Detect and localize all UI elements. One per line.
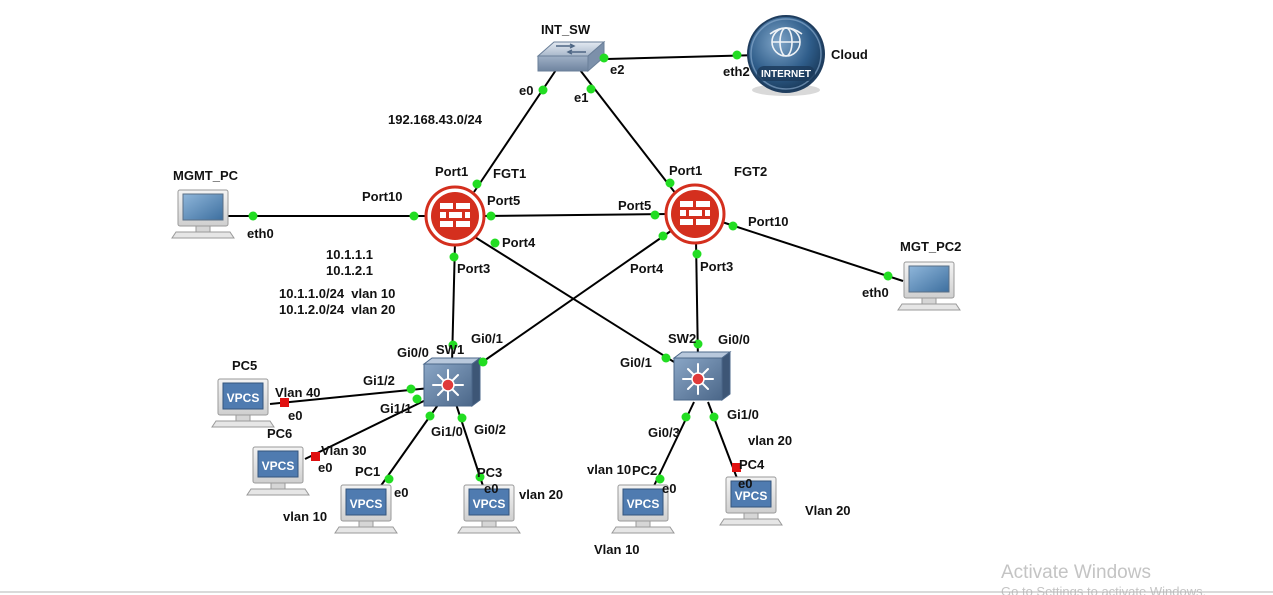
note-wan-subnet: 192.168.43.0/24 <box>388 112 483 127</box>
note-vlan: Vlan 40 <box>275 385 321 400</box>
node-label-pc4[interactable]: PC4 <box>739 457 765 472</box>
interface-label: e0 <box>738 476 752 491</box>
cloud-badge-label: INTERNET <box>761 69 811 80</box>
interface-label: Port3 <box>457 261 490 276</box>
interface-label: e2 <box>610 62 624 77</box>
annotations: 192.168.43.0/24 10.1.1.1 10.1.2.1 10.1.1… <box>275 112 851 557</box>
interface-label: Gi0/0 <box>397 345 429 360</box>
firewall-icon[interactable] <box>424 185 486 247</box>
interface-label: e0 <box>519 83 533 98</box>
node-labels: INT_SW Cloud FGT1 FGT2 MGMT_PC MGT_PC2 S… <box>173 22 961 480</box>
interface-label: Gi0/3 <box>648 425 680 440</box>
interface-label: e0 <box>394 485 408 500</box>
watermark-title: Activate Windows <box>1001 562 1151 583</box>
vpcs-icon[interactable]: VPCS <box>334 484 398 534</box>
note-network: 10.1.1.0/24 vlan 10 <box>279 286 395 301</box>
vpcs-icon[interactable]: VPCS <box>719 476 783 526</box>
interface-label: eth0 <box>247 226 274 241</box>
vpcs-badge: VPCS <box>627 497 660 511</box>
note-vlan: Vlan 30 <box>321 443 367 458</box>
node-label-pc5[interactable]: PC5 <box>232 358 257 373</box>
note-vlan: vlan 10 <box>283 509 327 524</box>
link-fgt1-sw2[interactable] <box>469 233 691 373</box>
interface-label: Gi0/0 <box>718 332 750 347</box>
note-network: 10.1.2.0/24 vlan 20 <box>279 302 395 317</box>
interface-label: eth2 <box>723 64 750 79</box>
vpcs-icon[interactable]: VPCS <box>611 484 675 534</box>
link-sw1-pc6[interactable] <box>304 395 435 460</box>
interface-label: e0 <box>662 481 676 496</box>
node-label-cloud[interactable]: Cloud <box>831 47 868 62</box>
interface-label: Gi0/1 <box>620 355 652 370</box>
link-fgt2-sw1[interactable] <box>467 225 679 373</box>
l3-switch-icon[interactable] <box>673 351 731 401</box>
interface-label: Port1 <box>435 164 468 179</box>
node-label-pc6[interactable]: PC6 <box>267 426 292 441</box>
note-ip: 10.1.2.1 <box>326 263 373 278</box>
note-vlan: Vlan 10 <box>594 542 640 557</box>
note-vlan: vlan 10 <box>587 462 631 477</box>
note-vlan: Vlan 20 <box>805 503 851 518</box>
interface-label: Port1 <box>669 163 702 178</box>
link-stopped-indicator <box>280 398 741 472</box>
workstation-icon[interactable] <box>171 189 235 239</box>
firewall-icon[interactable] <box>664 183 726 245</box>
interface-label: Gi1/2 <box>363 373 395 388</box>
workstation-icon[interactable] <box>897 261 961 311</box>
interface-label: Port4 <box>630 261 664 276</box>
interface-label: eth0 <box>862 285 889 300</box>
l3-switch-icon[interactable] <box>423 357 481 407</box>
interface-label: Gi0/1 <box>471 331 503 346</box>
note-ip: 10.1.1.1 <box>326 247 373 262</box>
link-up-indicator <box>248 50 893 484</box>
switch-icon[interactable] <box>536 40 606 73</box>
node-label-pc3[interactable]: PC3 <box>477 465 502 480</box>
node-label-fgt2[interactable]: FGT2 <box>734 164 767 179</box>
node-label-sw2[interactable]: SW2 <box>668 331 696 346</box>
interface-label: e0 <box>318 460 332 475</box>
link-status-dots <box>248 50 893 484</box>
interface-label: Gi1/0 <box>727 407 759 422</box>
vpcs-badge: VPCS <box>735 489 768 503</box>
link-fgt1-fgt2[interactable] <box>483 213 669 217</box>
link-fgt2-mgtpc2[interactable] <box>721 221 904 282</box>
interface-label: Port10 <box>748 214 788 229</box>
node-label-sw1[interactable]: SW1 <box>436 342 464 357</box>
interface-label: Port4 <box>502 235 536 250</box>
internet-cloud-icon[interactable]: INTERNET <box>747 15 825 96</box>
interface-label: Port5 <box>618 198 651 213</box>
interface-label: e0 <box>484 481 498 496</box>
link-intsw-fgt2[interactable] <box>579 69 677 195</box>
node-label-pc1[interactable]: PC1 <box>355 464 380 479</box>
link-sw1-pc5[interactable] <box>269 387 431 405</box>
interface-label: Gi1/1 <box>380 401 412 416</box>
vpcs-badge: VPCS <box>473 497 506 511</box>
vpcs-icon[interactable]: VPCS <box>246 446 310 496</box>
note-vlan: vlan 20 <box>519 487 563 502</box>
interface-label: Port10 <box>362 189 402 204</box>
watermark-subtitle: Go to Settings to activate Windows. <box>1001 584 1206 595</box>
node-label-int-sw[interactable]: INT_SW <box>541 22 591 37</box>
vpcs-badge: VPCS <box>262 459 295 473</box>
link-intsw-fgt1[interactable] <box>473 63 561 193</box>
vpcs-icon[interactable]: VPCS <box>457 484 521 534</box>
interface-labels: e0 e1 e2 eth2 Port1 Port10 Port5 Port4 P… <box>247 62 889 500</box>
node-label-fgt1[interactable]: FGT1 <box>493 166 526 181</box>
vpcs-icon[interactable]: VPCS <box>211 378 275 428</box>
interface-label: e0 <box>288 408 302 423</box>
interface-label: Gi0/2 <box>474 422 506 437</box>
interface-label: Port5 <box>487 193 520 208</box>
note-vlan: vlan 20 <box>748 433 792 448</box>
interface-label: Gi1/0 <box>431 424 463 439</box>
node-label-pc2[interactable]: PC2 <box>632 463 657 478</box>
interface-label: Port3 <box>700 259 733 274</box>
node-label-mgt-pc2[interactable]: MGT_PC2 <box>900 239 961 254</box>
vpcs-badge: VPCS <box>227 391 260 405</box>
vpcs-badge: VPCS <box>350 497 383 511</box>
node-label-mgmt-pc[interactable]: MGMT_PC <box>173 168 239 183</box>
interface-label: e1 <box>574 90 588 105</box>
windows-watermark: Activate Windows Go to Settings to activ… <box>1001 562 1206 595</box>
